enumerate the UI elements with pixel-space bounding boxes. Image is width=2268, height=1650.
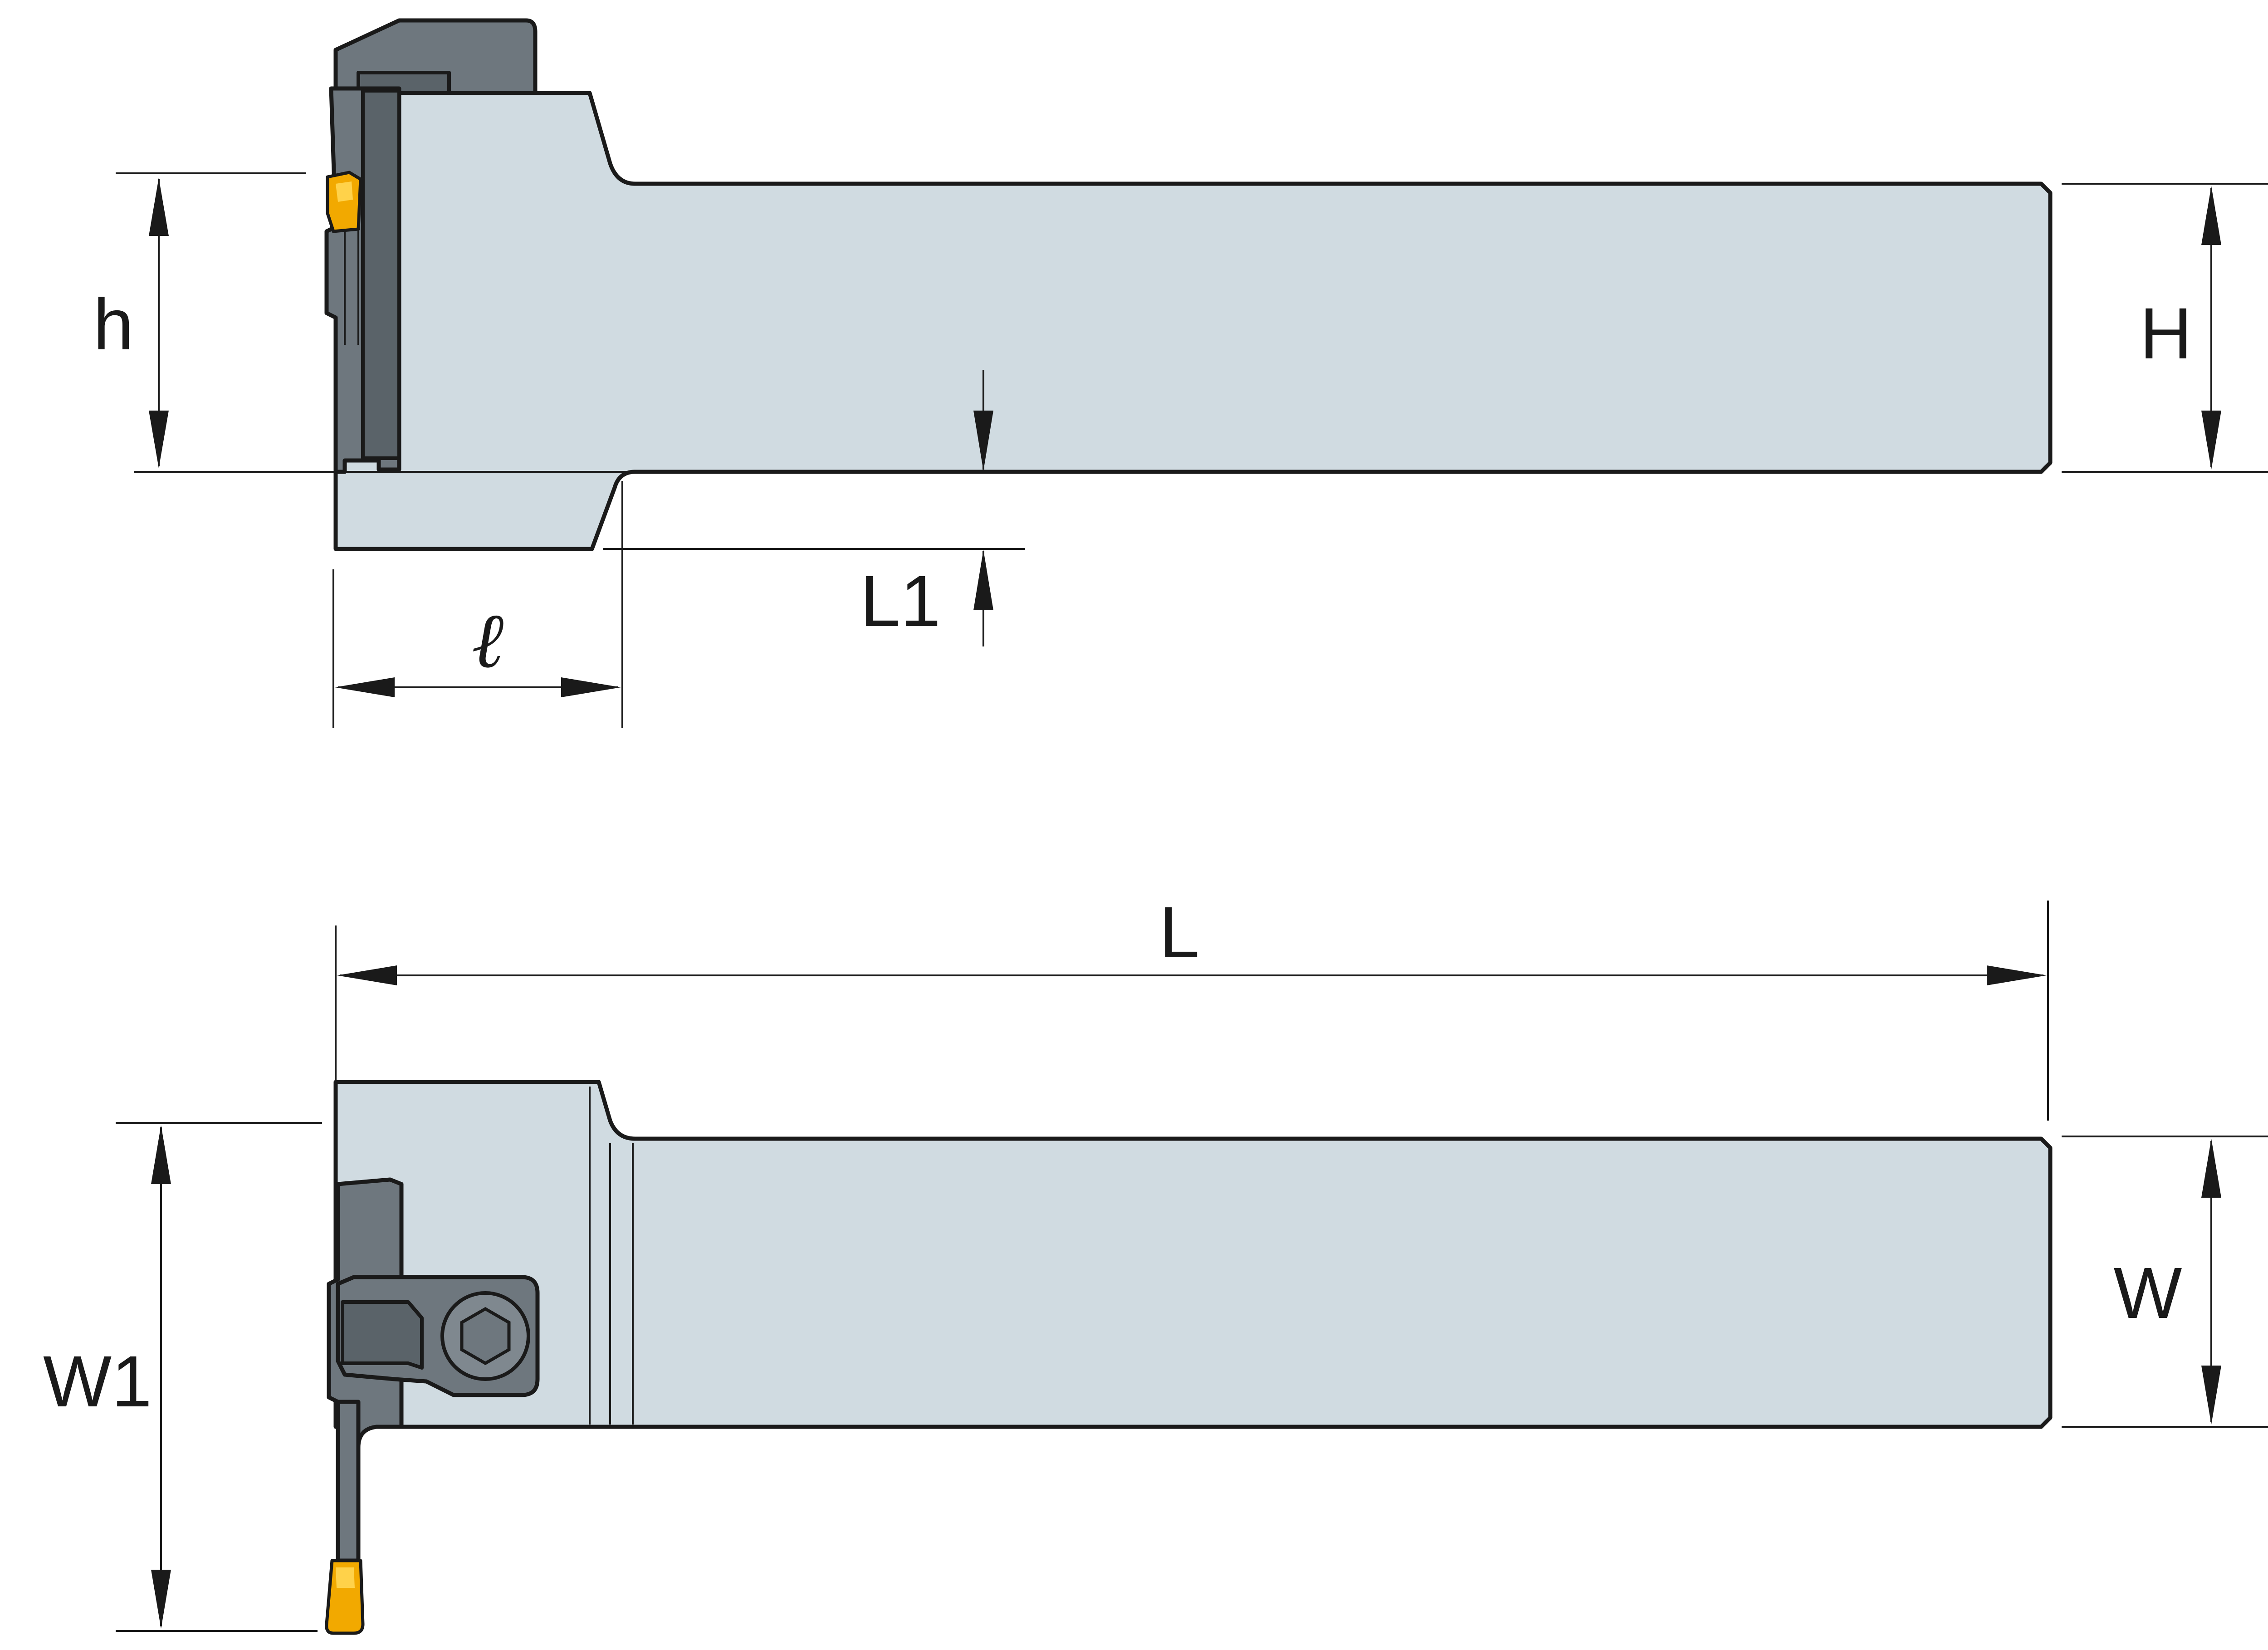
dim-W-arrow-bot [2201,1366,2221,1425]
dim-W1-arrow-bot [151,1570,171,1629]
side-view: h H L1 ℓ [93,18,2268,728]
dim-l-arrow-left [335,677,395,697]
plan-view: L W1 W [43,891,2268,1635]
clamp-lever-face [341,1300,424,1370]
dim-W-arrow-top [2201,1139,2221,1198]
dim-H-arrow-bot [2201,411,2221,470]
insert-side [326,171,362,233]
shank-body-plan [333,1080,2053,1429]
insert-side-highlight [336,181,353,202]
blade-holder-edge [361,89,401,460]
dim-label-l: ℓ [472,598,504,684]
dim-l-arrow-right [561,677,621,697]
blade-shank [336,1400,361,1563]
dim-h-arrow-bot [149,411,169,468]
dim-label-h: h [93,284,134,365]
dim-label-L1: L1 [860,560,941,641]
dim-L1-arrow-top [973,411,993,471]
dim-W1-arrow-top [151,1125,171,1184]
dim-label-W1: W1 [43,1341,152,1422]
dim-L-arrow-right [1987,965,2047,985]
dim-L-arrow-left [337,965,397,985]
dim-H-arrow-top [2201,186,2221,245]
insert-plan-highlight [336,1567,355,1588]
dim-label-L: L [1159,891,1200,973]
dim-L1-arrow-bot [973,550,993,610]
hex-socket-icon [460,1307,511,1366]
shank-body-side [333,91,2053,551]
dim-label-H: H [2140,293,2192,374]
dim-h-arrow-top [149,178,169,236]
dim-label-W: W [2113,1252,2182,1333]
